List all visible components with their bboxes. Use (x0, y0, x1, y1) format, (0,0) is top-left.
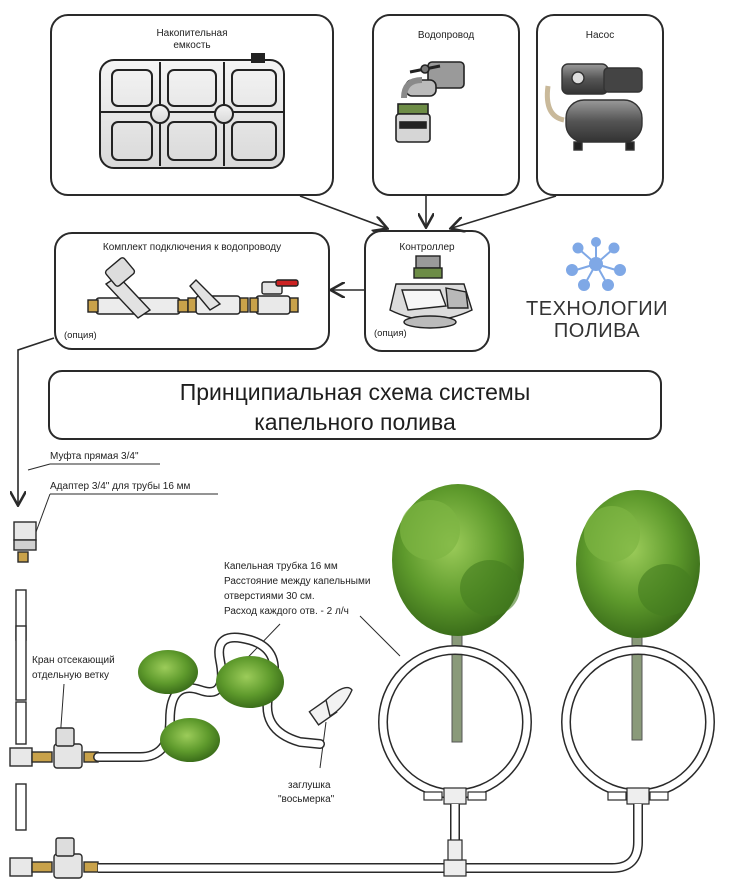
connection-kit-label: Комплект подключения к водопроводу (102, 242, 282, 253)
plug-label-2: "восьмерка" (278, 794, 335, 805)
shrub-icon (138, 650, 284, 762)
diagram-title-line-2: капельного полива (254, 409, 456, 435)
feeder-tee (443, 839, 467, 877)
water-supply-label: Водопровод (417, 30, 475, 41)
brand-line-1: ТЕХНОЛОГИИ (526, 298, 668, 320)
tree-right-icon (576, 490, 700, 741)
controller-box: Контроллер (опция) (364, 230, 490, 352)
coupling-label: Муфта прямая 3/4" (50, 451, 139, 462)
pump-label: Насос (585, 30, 615, 41)
valve-label-2: отдельную ветку (32, 670, 109, 681)
feeder-pipe (98, 804, 643, 873)
tank-icon (99, 53, 285, 169)
controller-option: (опция) (374, 328, 407, 339)
molecule-icon (566, 237, 626, 291)
drip-tube-label-4: Расход каждого отв. - 2 л/ч (224, 606, 349, 617)
drip-tube-label-2: Расстояние между капельными (224, 576, 371, 587)
adapter-label: Адаптер 3/4" для трубы 16 мм (50, 481, 191, 492)
diagram-title-line-1: Принципиальная схема системы (179, 379, 531, 405)
connection-kit-icon (87, 257, 299, 319)
connection-kit-box: Комплект подключения к водопроводу (опци… (54, 232, 330, 350)
controller-label: Контроллер (399, 242, 455, 253)
plug-label-1: заглушка (288, 780, 331, 791)
faucet-icon (395, 61, 465, 143)
flow-arrows (18, 195, 557, 504)
water-supply-box: Водопровод (372, 14, 520, 196)
drip-tube-label-1: Капельная трубка 16 мм (224, 561, 338, 572)
shutoff-valve-lower-icon (31, 837, 99, 879)
main-pipe (9, 521, 37, 877)
shutoff-valve-icon (31, 727, 99, 769)
tree-left-icon (392, 484, 524, 743)
leader-lines (27, 463, 401, 769)
tank-label: Накопительная емкость (156, 28, 228, 51)
diagram-title-box: Принципиальная схема системы капельного … (48, 370, 662, 440)
drip-tube-label-3: отверстиями 30 см. (224, 591, 315, 602)
brand-line-2: ПОЛИВА (553, 320, 641, 342)
brand-wordmark: ТЕХНОЛОГИИ ПОЛИВА (512, 298, 682, 342)
figure-eight-plug-icon (308, 686, 353, 726)
valve-label-1: Кран отсекающий (32, 655, 115, 666)
connection-kit-option: (опция) (64, 330, 97, 341)
ring-tee-fittings (423, 787, 669, 805)
controller-icon (389, 255, 473, 329)
pump-icon (544, 63, 643, 151)
